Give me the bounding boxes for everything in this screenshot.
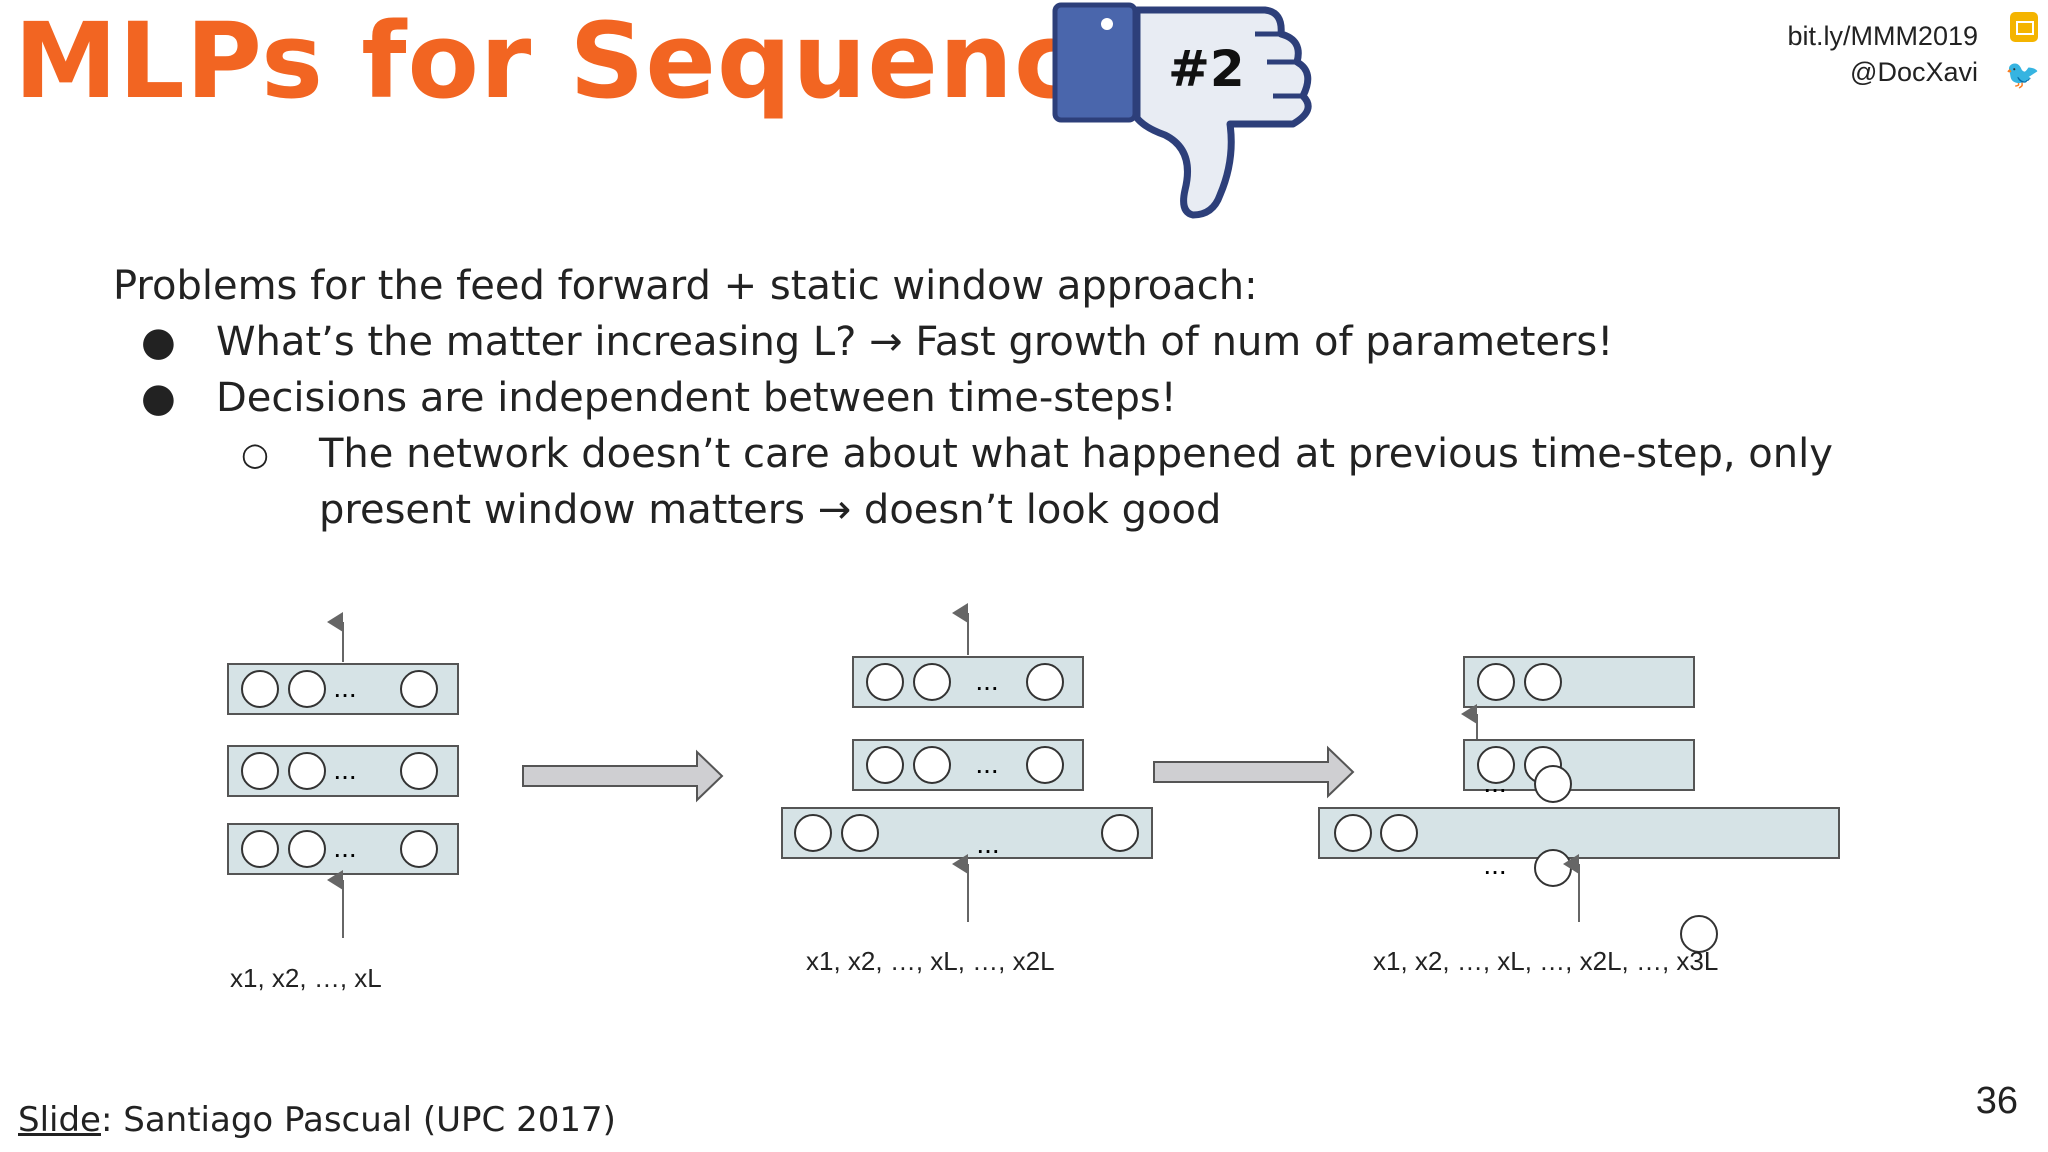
layer-box: ... <box>227 823 459 875</box>
slide-title: MLPs for Sequences <box>14 0 1212 122</box>
layer-box: ... <box>852 656 1084 708</box>
diagram-window-L: ... ... ... x1, x2, …, xL <box>227 612 459 993</box>
ellipsis-label: ... <box>975 665 998 696</box>
slide-body: Problems for the feed forward + static w… <box>113 258 1993 538</box>
twitter-icon: 🐦 <box>2005 58 2040 91</box>
layer-box: ... <box>781 807 1153 859</box>
mlp-window-diagram: ... ... ... x1, x2, …, xL ... <box>227 603 1840 993</box>
layer-box <box>1463 656 1695 708</box>
ellipsis-label: ... <box>1483 849 1506 880</box>
short-link[interactable]: bit.ly/MMM2019 <box>1787 21 1978 51</box>
ellipsis-label: ... <box>333 754 356 785</box>
input-label: x1, x2, …, xL <box>230 963 382 993</box>
bullet-dot: ● <box>141 319 176 365</box>
input-label: x1, x2, …, xL, …, x2L, …, x3L <box>1373 946 1718 976</box>
bullet-text: What’s the matter increasing L? → Fast g… <box>216 319 1614 365</box>
ellipsis-label: ... <box>975 748 998 779</box>
layer-box: ... <box>227 663 459 715</box>
sub-bullet-text: The network doesn’t care about what happ… <box>319 431 1833 533</box>
credit-text: : Santiago Pascual (UPC 2017) <box>100 1100 616 1140</box>
diagram-window-3L: ... ... x1, x2, …, xL, …, x2L, …, x3L <box>1318 656 1840 976</box>
layer-box: ... <box>852 739 1084 791</box>
diagram-window-2L: ... ... ... x1, x2, …, xL, …, x2L <box>781 603 1153 976</box>
transition-arrow <box>1153 745 1355 799</box>
bullet-dot: ● <box>141 375 176 421</box>
header-links: bit.ly/MMM2019 @DocXavi <box>1787 18 1978 90</box>
ellipsis-label: ... <box>333 832 356 863</box>
slides-icon <box>2010 12 2038 42</box>
slide-credit: Slide: Santiago Pascual (UPC 2017) <box>18 1100 616 1140</box>
ellipsis-label: ... <box>333 672 356 703</box>
bullet-item: ● What’s the matter increasing L? → Fast… <box>113 314 1993 370</box>
thumbs-down-icon <box>1052 2 1312 219</box>
sub-bullet-dot: ○ <box>241 435 269 473</box>
layer-box: ... <box>227 745 459 797</box>
layer-box: ... <box>1463 739 1695 803</box>
bullet-item: ● Decisions are independent between time… <box>113 370 1993 426</box>
input-label: x1, x2, …, xL, …, x2L <box>806 946 1055 976</box>
bullet-text: Decisions are independent between time-s… <box>216 375 1177 421</box>
ellipsis-label: ... <box>1483 767 1506 798</box>
sub-bullet-item: ○ The network doesn’t care about what ha… <box>113 426 1993 538</box>
ellipsis-label: ... <box>976 828 999 859</box>
page-number: 36 <box>1975 1080 2018 1122</box>
thumb-badge-label: #2 <box>1168 40 1245 98</box>
twitter-handle[interactable]: @DocXavi <box>1850 57 1978 87</box>
credit-label: Slide <box>18 1100 101 1140</box>
intro-text: Problems for the feed forward + static w… <box>113 263 1258 309</box>
layer-box <box>1318 807 1840 859</box>
transition-arrow <box>522 749 724 803</box>
